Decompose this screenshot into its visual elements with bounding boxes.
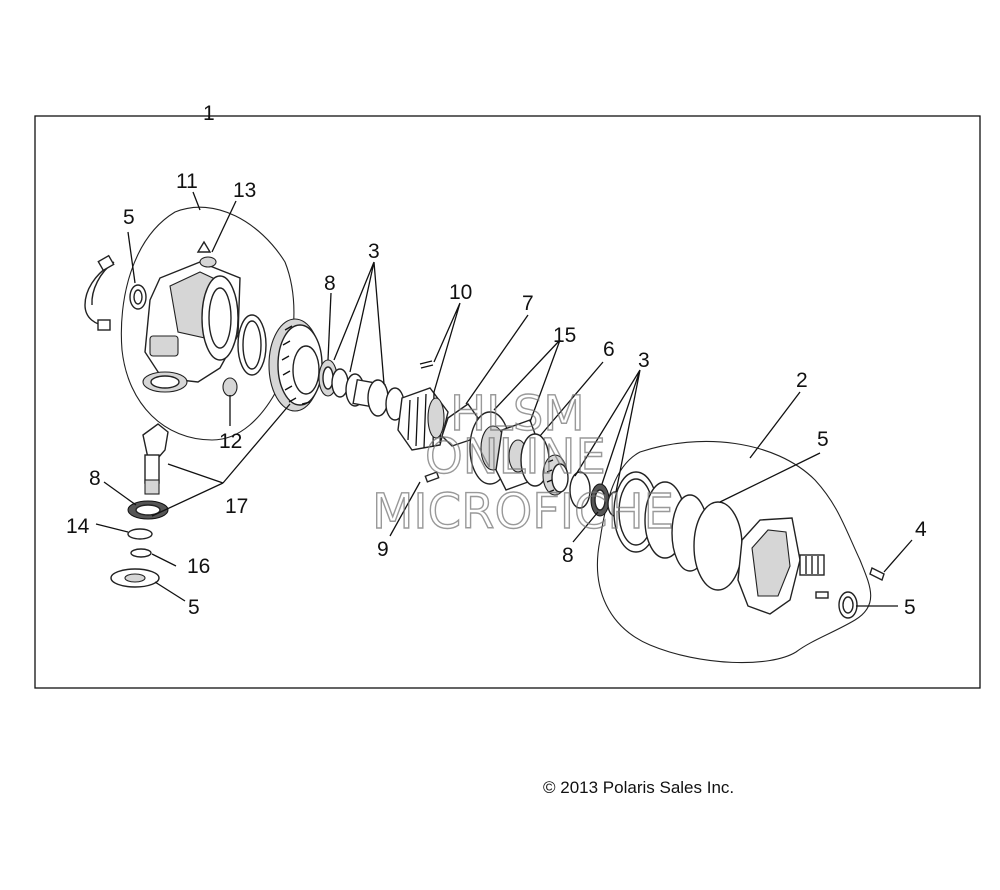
- housing-outline-left: [120, 206, 295, 441]
- callout-4: 4: [915, 518, 927, 541]
- callout-14: 14: [66, 515, 90, 538]
- callout-16: 16: [187, 555, 210, 578]
- callout-13: 13: [233, 179, 256, 202]
- callout-2: 2: [796, 369, 808, 392]
- callout-9: 9: [377, 538, 389, 561]
- shim-ring: [130, 548, 152, 558]
- callout-5-cover: 5: [817, 428, 829, 451]
- watermark: HLSM ONLINE MICROFICHE: [371, 385, 674, 540]
- callout-labels: 1 2 3 3 4 5 5 5 5 6 7 8 8 8 9 10 11 12 1…: [66, 102, 927, 619]
- callout-15: 15: [553, 324, 576, 347]
- pinion-shaft: [142, 423, 169, 495]
- callout-7: 7: [522, 292, 534, 315]
- housing-outline-right: [596, 440, 872, 664]
- callout-3-lower: 3: [638, 349, 650, 372]
- spacer-set: [331, 368, 405, 421]
- o-ring-large: [693, 501, 743, 591]
- pin-pair: [419, 360, 434, 369]
- callout-6: 6: [603, 338, 615, 361]
- callout-8-left: 8: [89, 467, 101, 490]
- callout-12: 12: [219, 430, 242, 453]
- callout-3-upper: 3: [368, 240, 380, 263]
- callout-8-upper: 8: [324, 272, 336, 295]
- roller-cage: [397, 387, 449, 451]
- watermark-line-1: HLSM: [450, 386, 585, 442]
- callout-17: 17: [225, 495, 248, 518]
- pin-small: [301, 401, 311, 405]
- callout-10: 10: [449, 281, 472, 304]
- watermark-line-2: ONLINE: [425, 429, 606, 485]
- bolt: [869, 567, 885, 581]
- callout-1: 1: [203, 102, 215, 125]
- drain-plug: [222, 377, 238, 397]
- output-gear: [542, 454, 569, 496]
- callout-8-lower: 8: [562, 544, 574, 567]
- cover-dowel: [815, 591, 829, 599]
- retaining-ring: [127, 528, 153, 540]
- watermark-line-3: MICROFICHE: [372, 484, 674, 540]
- leader-lines: [95, 116, 913, 607]
- callout-11: 11: [176, 170, 198, 193]
- copyright-notice: © 2013 Polaris Sales Inc.: [543, 778, 735, 797]
- ring-gear: [268, 318, 323, 412]
- callout-5-pinion: 5: [188, 596, 200, 619]
- assembly-frame: [34, 115, 981, 689]
- bearing-lower: [569, 471, 591, 509]
- callout-5-right: 5: [904, 596, 916, 619]
- callout-5-case: 5: [123, 206, 135, 229]
- gear-case: [142, 261, 241, 393]
- vent-fitting: [196, 240, 217, 268]
- gear-case-cover: [737, 517, 825, 615]
- pin-9: [424, 471, 440, 483]
